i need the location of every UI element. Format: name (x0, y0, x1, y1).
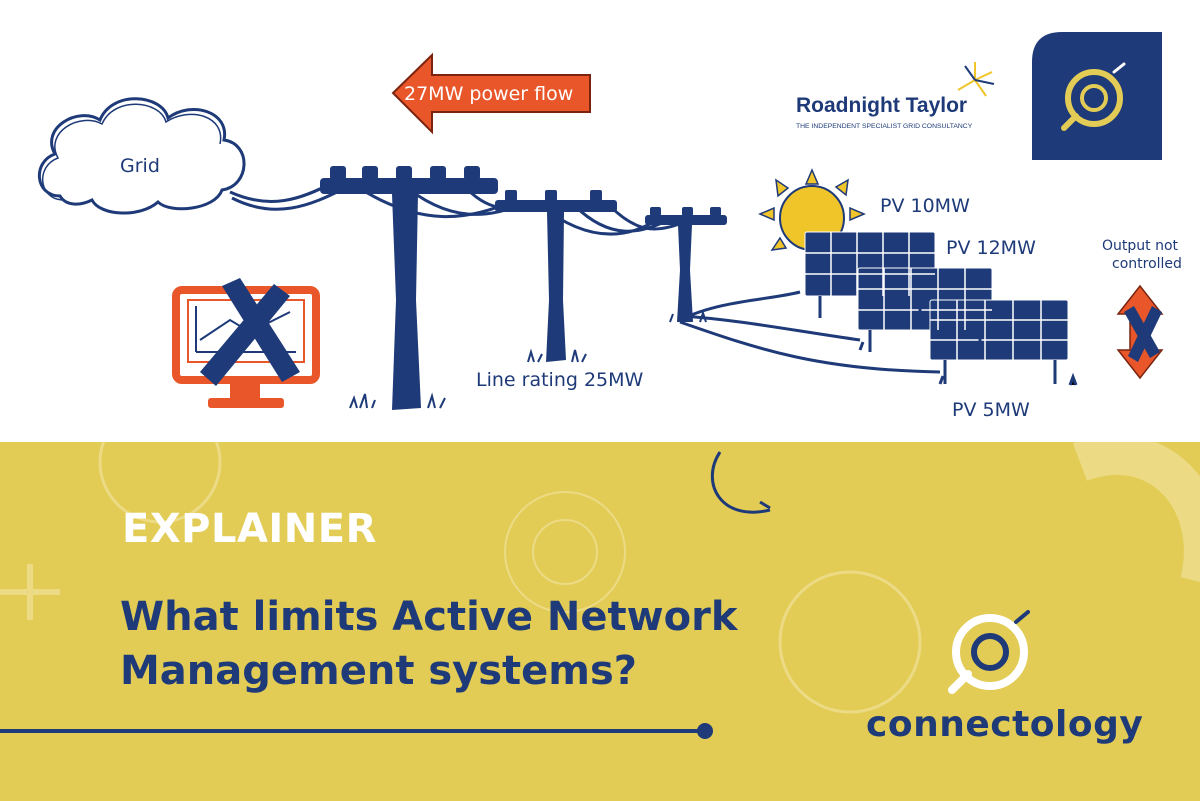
line-rating-label: Line rating 25MW (476, 369, 644, 391)
headline-line2: Management systems? (120, 648, 637, 694)
divider-line (0, 729, 706, 733)
connectology-logo-icon (948, 610, 1030, 694)
pv-label-10mw: PV 10MW (880, 195, 970, 217)
connectology-badge (1032, 32, 1162, 160)
cross-icon (200, 278, 300, 386)
grid-illustration: 27MW power flow Grid (38, 32, 1182, 421)
pv-label-5mw: PV 5MW (952, 399, 1030, 421)
grid-label: Grid (120, 155, 160, 177)
solar-legs (818, 296, 1078, 386)
windmill-icon (957, 62, 995, 97)
power-flow-arrow: 27MW power flow (391, 52, 591, 135)
pv-label-12mw: PV 12MW (946, 237, 1036, 259)
solar-array (804, 231, 1069, 361)
output-note-line2: controlled (1112, 256, 1182, 272)
output-note-line1: Output not (1102, 238, 1179, 254)
power-pole-medium (495, 190, 617, 362)
roadnight-taylor-name: Roadnight Taylor (796, 94, 967, 117)
roadnight-taylor-tagline: THE INDEPENDENT SPECIALIST GRID CONSULTA… (796, 123, 973, 130)
control-monitor (172, 278, 320, 408)
headline-line1: What limits Active Network (120, 594, 738, 640)
power-flow-label: 27MW power flow (404, 83, 573, 105)
connectology-wordmark: connectology (866, 704, 1144, 745)
explainer-kicker: EXPLAINER (122, 506, 377, 552)
cross-icon (1124, 306, 1162, 362)
roadnight-taylor-logo: Roadnight Taylor THE INDEPENDENT SPECIAL… (796, 62, 995, 130)
power-pole-small (645, 207, 727, 322)
grass-icon (349, 309, 707, 409)
headline: What limits Active Network Management sy… (120, 590, 880, 698)
divider-dot (697, 723, 713, 739)
banner-decoration (0, 442, 1200, 714)
power-pole-large (320, 166, 498, 410)
solar-grid-lines (805, 232, 1068, 360)
grid-cloud: Grid (38, 97, 246, 215)
title-banner: EXPLAINER What limits Active Network Man… (0, 442, 1200, 801)
double-arrow-icon (1116, 284, 1164, 380)
